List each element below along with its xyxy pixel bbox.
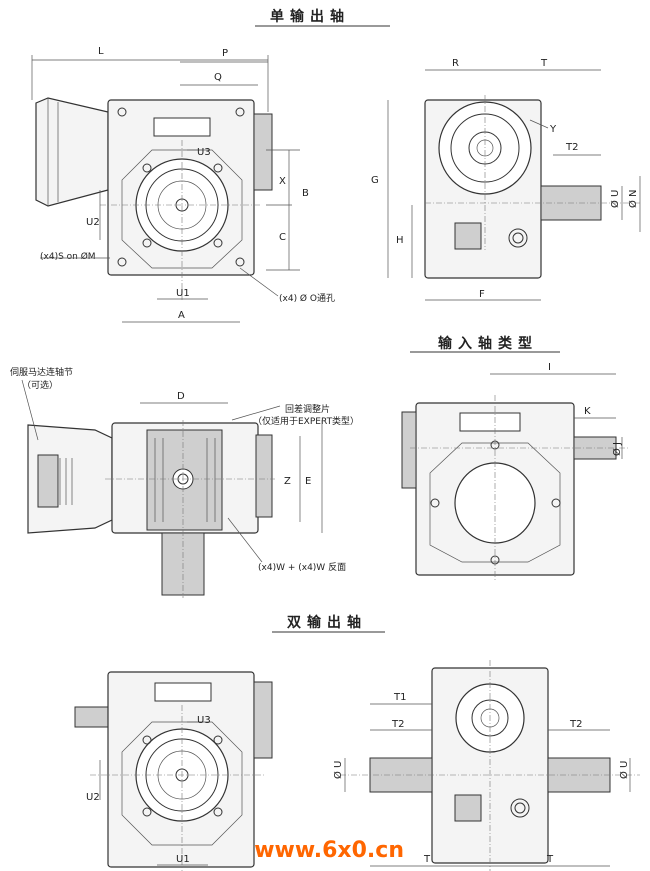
drain-plug — [508, 228, 528, 248]
view-keyed-input: I K Ø J — [401, 362, 630, 580]
view-single-output-side: R T Y T2 G H F Ø U Ø N — [371, 58, 641, 301]
dim-OU: Ø U — [609, 190, 621, 208]
dim-Q: Q — [214, 72, 222, 83]
title-single-output: 单输出轴 — [270, 9, 350, 25]
dim-Y: Y — [549, 124, 557, 135]
vent-plug — [454, 222, 482, 250]
dim-U2: U2 — [86, 217, 100, 228]
dim-B: B — [302, 188, 309, 199]
view-double-output-front: U3 U2 U1 — [74, 671, 273, 871]
nameplate-keyed — [459, 412, 521, 432]
dim-U2-double: U2 — [86, 792, 100, 803]
dim-C: C — [279, 232, 286, 243]
dim-T-right: T — [546, 854, 554, 865]
input-shaft-stub — [74, 706, 109, 728]
dim-U1: U1 — [176, 288, 190, 299]
coupling-hub — [37, 454, 59, 508]
dim-X: X — [279, 176, 286, 187]
dim-OU-left: Ø U — [332, 761, 344, 779]
dim-Z: Z — [284, 476, 291, 487]
view-single-output-front: L P Q U3 X B C U2 U1 A — [31, 46, 309, 323]
vent-plug-double — [454, 794, 482, 822]
dim-T2: T2 — [565, 142, 578, 153]
dim-U3-double: U3 — [197, 715, 211, 726]
view-servo-input: D Z E — [21, 379, 323, 598]
output-flange-double — [253, 681, 273, 759]
dim-P: P — [222, 48, 228, 59]
input-adapter — [35, 97, 109, 207]
note-hole-w: (x4)W + (x4)W 反面 — [258, 563, 347, 573]
dim-T-left: T — [423, 854, 431, 865]
dim-ON: Ø N — [627, 189, 639, 208]
note-servo-coupling-optional: （可选） — [22, 381, 59, 391]
note-hole-s: (x4)S on ØM — [40, 252, 96, 262]
dim-F: F — [479, 289, 485, 300]
dim-I: I — [548, 362, 551, 373]
title-double-output: 双输出轴 — [287, 615, 367, 631]
dim-R: R — [452, 58, 459, 69]
dim-T2-left: T2 — [391, 719, 404, 730]
nameplate-double — [154, 682, 212, 702]
note-backlash-shim: 回差调整片 — [285, 405, 331, 415]
dim-H: H — [396, 235, 404, 246]
dim-U3: U3 — [197, 147, 211, 158]
dim-K: K — [584, 406, 591, 417]
dim-T: T — [540, 58, 548, 69]
dim-E: E — [305, 476, 311, 487]
note-servo-coupling: 伺服马达连轴节 — [10, 368, 74, 378]
title-input-shaft-types: 输入轴类型 — [438, 336, 538, 352]
output-flange — [253, 113, 273, 191]
dim-A: A — [178, 310, 185, 321]
dim-U1-double: U1 — [176, 854, 190, 865]
view-double-output-side: T1 T2 T2 Ø U Ø U T T — [332, 660, 640, 871]
drain-plug-double — [510, 798, 530, 818]
dim-OU-right: Ø U — [618, 761, 630, 779]
nameplate — [153, 117, 211, 137]
note-backlash-shim-scope: （仅适用于EXPERT类型） — [253, 417, 360, 427]
dim-T2-right: T2 — [569, 719, 582, 730]
side-flange — [401, 411, 417, 489]
note-hole-o: (x4) Ø O通孔 — [279, 294, 335, 304]
dim-T1: T1 — [393, 692, 406, 703]
dim-L: L — [98, 46, 104, 57]
dim-OJ: Ø J — [611, 442, 623, 456]
dim-D: D — [177, 391, 185, 402]
dim-G: G — [371, 175, 379, 186]
watermark: www.6x0.cn — [254, 838, 404, 863]
shim-plate — [255, 434, 273, 518]
